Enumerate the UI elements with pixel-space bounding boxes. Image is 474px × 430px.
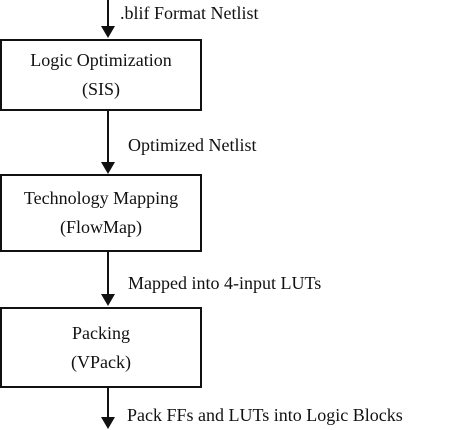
flow-arrow-line — [107, 388, 109, 418]
edge-label-blif-netlist: .blif Format Netlist — [120, 3, 259, 23]
stage-box-logic-optimization: Logic Optimization (SIS) — [0, 39, 202, 111]
flow-arrow-head — [101, 294, 115, 306]
edge-label-pack-logic-blocks: Pack FFs and LUTs into Logic Blocks — [127, 405, 403, 425]
stage-name: Technology Mapping — [23, 188, 179, 208]
stage-name: Logic Optimization — [30, 50, 172, 70]
flow-arrow-line — [107, 0, 109, 27]
flow-arrow-line — [107, 111, 109, 163]
flow-arrow-head — [101, 162, 115, 174]
edge-label-mapped-luts: Mapped into 4-input LUTs — [128, 273, 322, 293]
stage-name: Packing — [72, 322, 130, 343]
flow-arrow-head — [101, 26, 115, 38]
stage-tool: (SIS) — [81, 79, 120, 99]
stage-tool: (VPack) — [71, 351, 131, 372]
flow-arrow-head — [101, 417, 115, 429]
stage-box-packing: Packing (VPack) — [0, 307, 202, 388]
stage-box-technology-mapping: Technology Mapping (FlowMap) — [0, 174, 202, 252]
flow-arrow-line — [107, 252, 109, 295]
edge-label-optimized-netlist: Optimized Netlist — [128, 135, 257, 155]
stage-tool: (FlowMap) — [60, 217, 142, 237]
